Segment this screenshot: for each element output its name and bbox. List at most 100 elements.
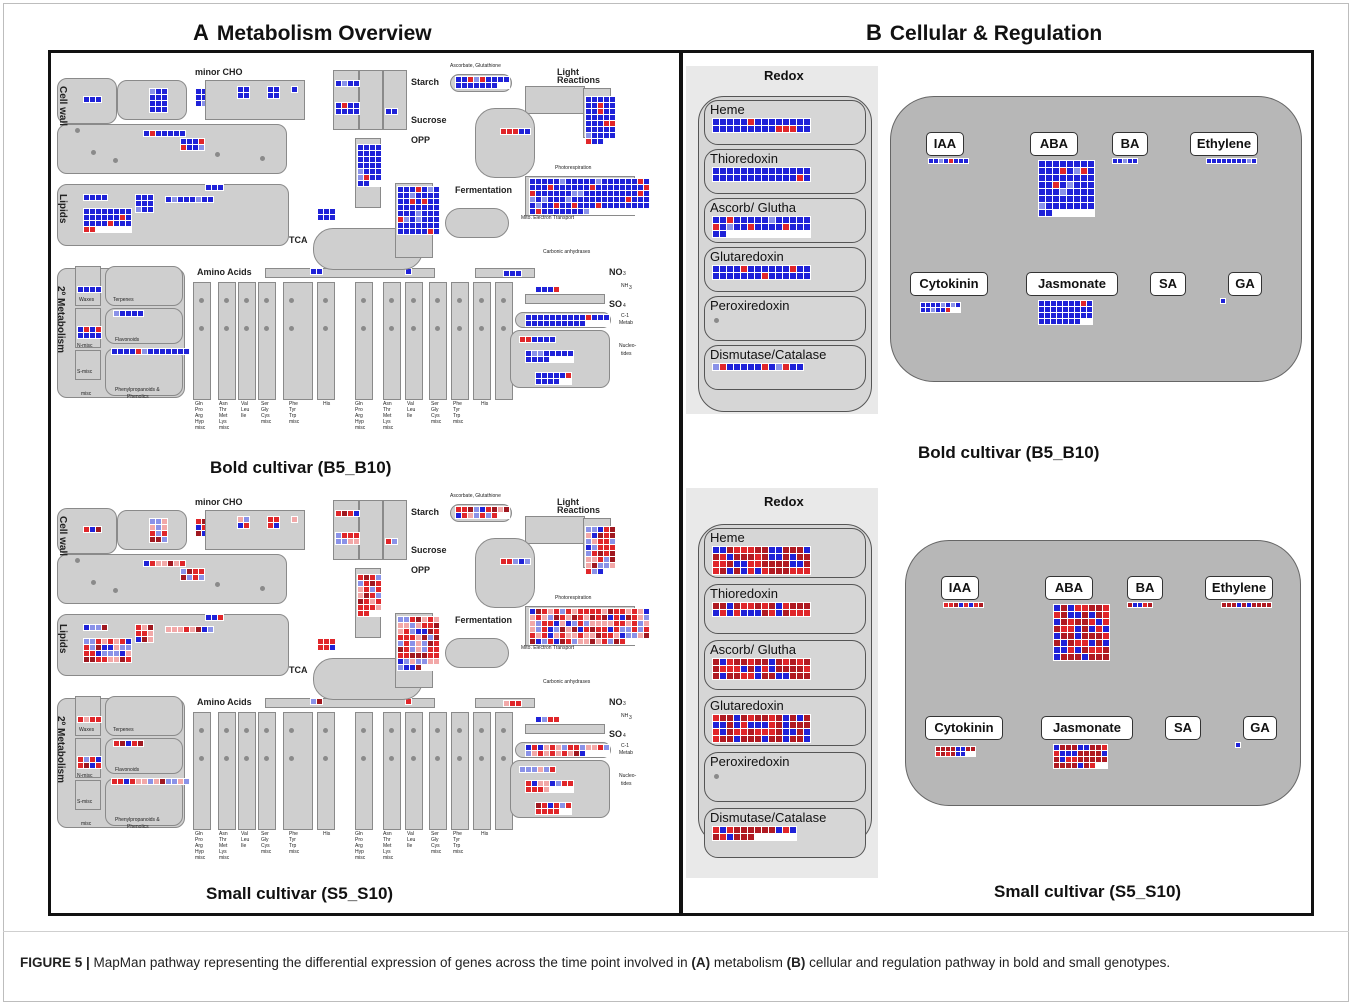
expression-cell: [193, 139, 198, 144]
nh3-sub: 3: [629, 285, 632, 291]
expression-cell: [404, 217, 409, 222]
expression-cell: [474, 507, 479, 512]
expression-cell: [790, 673, 796, 679]
expression-cell: [138, 311, 143, 316]
expression-cell: [120, 741, 125, 746]
expression-cell: [614, 191, 619, 196]
expression-cell: [1046, 175, 1052, 181]
expression-cell: [610, 551, 615, 556]
expression-cell: [638, 609, 643, 614]
pathway-dot: [244, 728, 249, 733]
expression-cell: [727, 610, 733, 616]
expression-cell: [604, 315, 609, 320]
expression-cell: [526, 357, 531, 362]
amino-sublabel-b-1: Lys: [383, 419, 391, 425]
expression-cell: [354, 511, 359, 516]
expression-cell: [150, 107, 155, 112]
expression-cell: [804, 217, 810, 223]
expression-cell: [156, 519, 161, 524]
expression-cell: [720, 119, 726, 125]
no3-label: NO: [609, 697, 623, 707]
expression-cell: [1068, 633, 1074, 639]
expression-cell: [556, 315, 561, 320]
expression-cell: [358, 175, 363, 180]
expression-cell: [610, 127, 615, 132]
pathway-dot: [501, 326, 506, 331]
expression-cell: [530, 633, 535, 638]
expression-cell: [1067, 203, 1073, 209]
expression-cell: [148, 625, 153, 630]
expression-cell: [584, 609, 589, 614]
expression-cell: [790, 666, 796, 672]
expression-cell: [96, 221, 101, 226]
expression-cell: [538, 781, 543, 786]
expression-cell: [428, 205, 433, 210]
misc-label: misc: [81, 821, 92, 827]
expression-cell: [1054, 751, 1059, 756]
expression-cell: [946, 747, 950, 751]
expression-cell: [513, 129, 518, 134]
expression-cell: [370, 169, 375, 174]
expression-cell: [428, 659, 433, 664]
expression-cell: [398, 623, 403, 628]
expression-cell: [1087, 301, 1092, 306]
expression-cell: [166, 627, 171, 632]
expression-cell: [713, 547, 719, 553]
expression-cell: [626, 633, 631, 638]
expression-cell: [196, 197, 201, 202]
amino-sublabel-5: His: [323, 831, 331, 837]
expression-cell: [1066, 757, 1071, 762]
no3-grid: [503, 270, 522, 277]
expression-cell: [404, 635, 409, 640]
expression-cell: [748, 834, 754, 840]
redox-title: Redox: [764, 494, 804, 509]
expression-cell: [530, 191, 535, 196]
expression-cell: [560, 179, 565, 184]
expression-cell: [358, 581, 363, 586]
expression-cell: [713, 603, 719, 609]
expression-cell: [342, 539, 347, 544]
expression-cell: [410, 665, 415, 670]
expression-cell: [292, 517, 297, 522]
expression-cell: [1068, 654, 1074, 660]
nucleotide-grid: [519, 766, 556, 773]
expression-cell: [536, 717, 541, 722]
expression-cell: [949, 159, 953, 163]
expression-cell: [741, 126, 747, 132]
aba-grid: [1038, 160, 1095, 217]
expression-cell: [1053, 161, 1059, 167]
expression-cell: [713, 715, 719, 721]
expression-cell: [804, 722, 810, 728]
expression-cell: [1096, 605, 1102, 611]
expression-cell: [748, 673, 754, 679]
expression-cell: [410, 211, 415, 216]
expression-cell: [416, 653, 421, 658]
sucrose-grid-2: [385, 538, 398, 545]
expression-cell: [376, 145, 381, 150]
expression-cell: [596, 197, 601, 202]
expression-cell: [274, 87, 279, 92]
expression-cell: [416, 665, 421, 670]
expression-cell: [604, 115, 609, 120]
expression-cell: [542, 633, 547, 638]
terpenes-grid: [113, 740, 144, 747]
expression-cell: [741, 561, 747, 567]
expression-cell: [755, 827, 761, 833]
expression-cell: [713, 834, 719, 840]
expression-cell: [410, 617, 415, 622]
expression-cell: [566, 639, 571, 644]
expression-cell: [536, 809, 541, 814]
expression-cell: [1075, 319, 1080, 324]
expression-cell: [162, 131, 167, 136]
expression-cell: [422, 223, 427, 228]
pathway-dot: [479, 298, 484, 303]
expression-cell: [604, 121, 609, 126]
expression-cell: [755, 126, 761, 132]
expression-cell: [1103, 640, 1109, 646]
expression-cell: [804, 175, 810, 181]
expression-cell: [554, 803, 559, 808]
expression-cell: [168, 131, 173, 136]
expression-cell: [604, 97, 609, 102]
expression-cell: [734, 715, 740, 721]
expression-cell: [84, 625, 89, 630]
